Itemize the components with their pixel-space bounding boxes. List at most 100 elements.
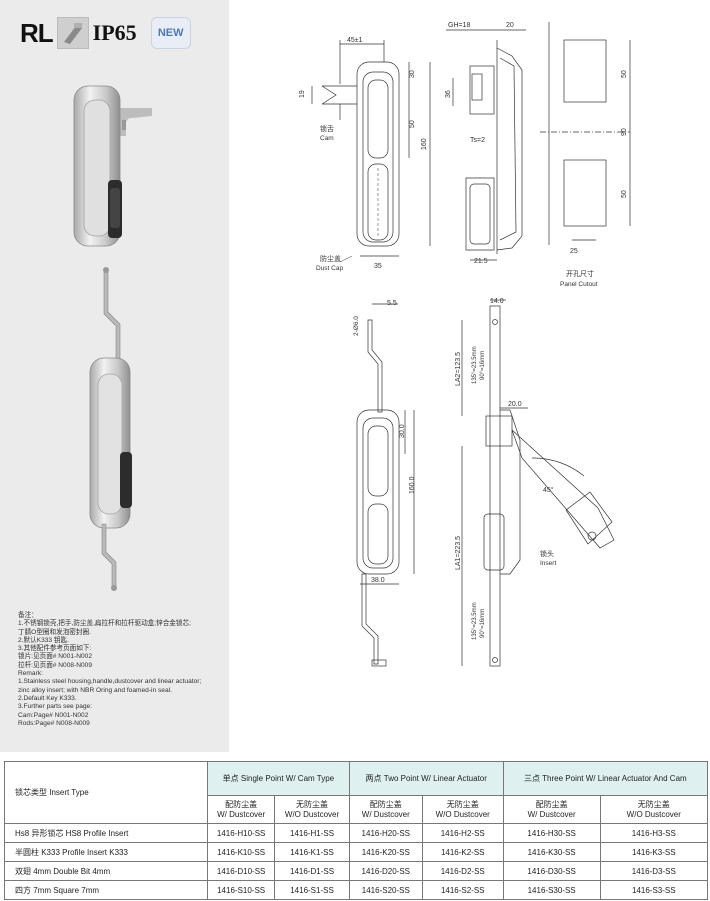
dim-20-0: 20.0	[508, 401, 522, 408]
row-label: 四方 7mm Square 7mm	[4, 880, 208, 900]
panel-cutout-label-cn: 开孔尺寸	[566, 269, 594, 278]
subheader-cn: 无防尘盖	[296, 799, 329, 809]
part-number-cell: 1416-H30-SS	[502, 823, 601, 843]
dim-50-top: 50	[621, 70, 628, 78]
dim-30-0: 30.0	[399, 424, 406, 438]
dim-135-upper: 135°=23.5mm	[472, 346, 478, 384]
dim-90: 90	[621, 128, 628, 136]
part-number-cell: 1416-K30-SS	[502, 842, 601, 862]
part-number-cell: 1416-H10-SS	[206, 823, 276, 843]
part-number-cell: 1416-H20-SS	[348, 823, 423, 843]
part-number-cell: 1416-K2-SS	[421, 842, 504, 862]
table-row: 双翅 4mm Double Bit 4mm 1416-D10-SS 1416-D…	[4, 861, 709, 881]
part-number-cell: 1416-D1-SS	[274, 861, 350, 881]
latch-thumbnail-icon	[56, 17, 89, 49]
latch-photo-multi-point	[89, 267, 132, 591]
part-number-cell: 1416-K3-SS	[599, 842, 709, 862]
latch-photo-single-point	[73, 85, 152, 247]
part-number-cell: 1416-S2-SS	[421, 880, 504, 900]
part-number-cell: 1416-S3-SS	[599, 880, 709, 900]
dim-la1: LA1=223.5	[455, 536, 462, 570]
subheader-en: W/O Dustcover	[435, 809, 490, 819]
group-header-two-point: 两点 Two Point W/ Linear Actuator	[348, 761, 504, 796]
cam-label-en: Cam	[320, 135, 334, 142]
dim-angle-45: 45°	[543, 486, 554, 494]
part-number-cell: 1416-D3-SS	[599, 861, 709, 881]
panel-cutout-label-en: Panel Cutout	[560, 281, 598, 288]
note-line: zinc alloy insert; with NBR Oring and fo…	[18, 686, 172, 694]
subheader-en: W/ Dustcover	[527, 809, 576, 819]
dim-50-bottom: 50	[621, 190, 628, 198]
side-view-multipoint	[461, 299, 615, 667]
note-line: 拉杆:见页面# N008-N009	[18, 661, 93, 669]
dim-2xd6: 2-Ø6.0	[353, 316, 360, 336]
note-line: 备注：	[18, 612, 38, 619]
part-number-cell: 1416-S10-SS	[206, 880, 276, 900]
dim-19: 19	[299, 90, 306, 98]
new-badge: NEW	[150, 17, 191, 49]
front-view-single	[311, 40, 431, 263]
dim-30: 30	[409, 70, 416, 78]
panel-cutout-drawing	[540, 22, 631, 245]
part-number-table: 锁芯类型 Insert Type 单点 Single Point W/ Cam …	[4, 761, 709, 900]
dim-160-0: 160.0	[409, 476, 416, 494]
dim-25: 25	[570, 248, 578, 255]
subheader-en: W/ Dustcover	[361, 809, 410, 819]
note-line: Rods:Page# N008-N009	[18, 719, 90, 727]
subheader-en: W/O Dustcover	[626, 809, 681, 819]
dim-45: 45±1	[347, 37, 363, 44]
part-number-cell: 1416-K1-SS	[274, 842, 350, 862]
note-line: Remark:	[18, 670, 43, 678]
dim-ts: Ts=2	[470, 137, 485, 144]
dim-20: 20	[506, 22, 514, 29]
dim-90-lower: 90°=16mm	[480, 609, 486, 638]
dust-cap-label-cn: 防尘盖	[320, 254, 341, 263]
note-line: Cam:Page# N001-N002	[18, 711, 89, 719]
part-number-cell: 1416-S20-SS	[348, 880, 423, 900]
part-number-cell: 1416-D30-SS	[502, 861, 601, 881]
part-number-cell: 1416-K20-SS	[348, 842, 423, 862]
dim-36: 36	[445, 90, 452, 98]
dim-gh: GH=18	[448, 22, 470, 29]
dim-38: 38.0	[371, 577, 385, 584]
dust-cap-label-en: Dust Cap	[316, 265, 343, 272]
technical-drawings: 45±1 19 30 50 160 35 锁舌 Cam 防尘盖 Dust Cap…	[299, 22, 631, 667]
cam-label-cn: 锁舌	[320, 124, 334, 133]
part-number-cell: 1416-S1-SS	[274, 880, 350, 900]
part-number-cell: 1416-H1-SS	[274, 823, 350, 843]
insert-label-en: Insert	[540, 560, 556, 567]
note-line: 3.其他配件参考页面如下:	[18, 645, 92, 653]
ip65-badge: IP65	[92, 20, 137, 45]
dim-la2: LA2=123.5	[455, 352, 462, 386]
dim-160: 160	[421, 138, 428, 150]
dim-21-5: 21.5	[474, 258, 488, 265]
row-label: 双翅 4mm Double Bit 4mm	[4, 861, 208, 881]
table-row: Hs8 异形锁芯 HS8 Profile Insert 1416-H10-SS …	[4, 823, 709, 843]
subheader-cn: 配防尘盖	[225, 799, 258, 809]
row-label: Hs8 异形锁芯 HS8 Profile Insert	[4, 823, 208, 843]
part-number-cell: 1416-D20-SS	[348, 861, 423, 881]
table-row: 四方 7mm Square 7mm 1416-S10-SS 1416-S1-SS…	[4, 880, 709, 900]
dim-5-5: 5.5	[387, 300, 397, 307]
note-line: 2.默认K333 钥匙.	[18, 636, 69, 644]
product-photo-panel: RL IP65 NEW	[0, 0, 229, 752]
subheader-cn: 无防尘盖	[637, 799, 670, 809]
table-row: 半圆柱 K333 Profile Insert K333 1416-K10-SS…	[4, 842, 709, 862]
note-line: 1.Stainless steel housing,handle,dustcov…	[18, 678, 202, 686]
group-header-single-point: 单点 Single Point W/ Cam Type	[207, 761, 350, 796]
part-number-cell: 1416-D10-SS	[206, 861, 276, 881]
row-label: 半圆柱 K333 Profile Insert K333	[4, 842, 208, 862]
part-number-cell: 1416-K10-SS	[206, 842, 276, 862]
dim-50: 50	[409, 120, 416, 128]
note-line: 丁腈O型圈和发泡密封圈.	[18, 628, 91, 636]
group-header-three-point: 三点 Three Point W/ Linear Actuator And Ca…	[502, 761, 709, 796]
front-view-multipoint	[356, 303, 415, 667]
subheader-en: W/O Dustcover	[284, 809, 340, 819]
part-number-cell: 1416-H2-SS	[421, 823, 504, 843]
